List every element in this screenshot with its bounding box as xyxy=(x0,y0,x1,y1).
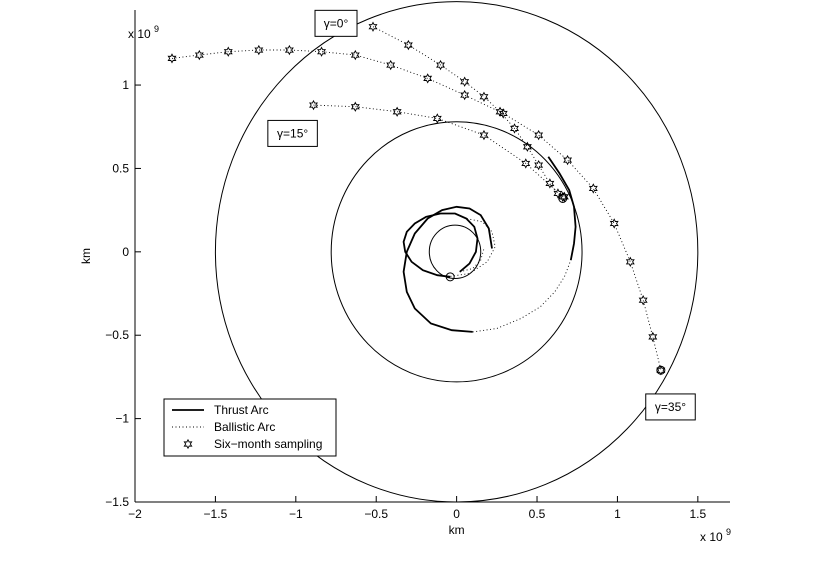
sample-star-marker xyxy=(194,49,204,61)
sample-star-marker xyxy=(522,141,532,152)
series-line-7 xyxy=(372,26,565,198)
sample-star-marker xyxy=(223,46,233,57)
sample-star-marker xyxy=(350,49,360,61)
series-layer xyxy=(171,26,662,371)
y-tick-label: −1.5 xyxy=(105,495,129,509)
sample-star-marker xyxy=(521,158,531,169)
sample-star-marker xyxy=(553,188,563,199)
legend-label-0: Thrust Arc xyxy=(214,403,269,417)
sample-star-marker xyxy=(423,73,433,84)
sample-star-marker xyxy=(167,53,177,64)
x-tick-label: 0.5 xyxy=(529,507,546,521)
series-line-3 xyxy=(472,260,572,333)
y-tick-label: −0.5 xyxy=(105,328,129,342)
legend-swatch-star xyxy=(183,438,193,450)
annotation-label-0: γ=0° xyxy=(324,16,349,30)
sample-star-marker xyxy=(588,183,598,194)
y-exponent-value: 9 xyxy=(154,24,159,34)
sample-star-marker xyxy=(436,59,446,71)
sample-star-marker xyxy=(558,191,568,202)
sample-star-marker xyxy=(510,123,519,134)
annotation-label-2: γ=35° xyxy=(655,400,686,414)
open-circle-marker-0 xyxy=(445,272,455,282)
sample-star-marker xyxy=(317,46,327,57)
sample-star-marker xyxy=(284,44,294,56)
sample-star-marker xyxy=(432,113,442,124)
x-axis-label: km xyxy=(449,523,465,537)
sample-star-marker xyxy=(545,178,555,189)
sample-star-marker xyxy=(386,59,396,71)
sample-star-marker xyxy=(309,99,318,111)
sample-star-marker xyxy=(392,106,402,117)
x-tick-label: −2 xyxy=(128,507,142,521)
x-exponent-value: 9 xyxy=(726,527,731,537)
small-orbit xyxy=(428,224,482,280)
series-line-6 xyxy=(171,49,662,371)
annotations-layer: γ=0° γ=15° γ=35° xyxy=(267,9,696,421)
legend-label-2: Six−month sampling xyxy=(214,437,322,451)
x-tick-label: 1.5 xyxy=(689,507,706,521)
sample-star-marker xyxy=(534,129,544,141)
series-line-4 xyxy=(547,156,577,261)
x-exponent-label: x 10 9 xyxy=(700,527,731,544)
x-tick-label: −0.5 xyxy=(364,507,388,521)
sample-star-marker xyxy=(609,218,619,229)
x-tick-label: 0 xyxy=(453,507,460,521)
series-line-0 xyxy=(402,212,479,278)
annotation-box-2 xyxy=(645,393,696,421)
y-exponent-label: x 10 9 xyxy=(128,24,159,41)
annotation-label-1: γ=15° xyxy=(277,126,308,140)
y-tick-label: 0.5 xyxy=(112,161,129,175)
x-tick-label: −1.5 xyxy=(204,507,228,521)
sample-star-marker xyxy=(350,101,360,112)
series-line-8 xyxy=(313,104,564,198)
annotation-box-0 xyxy=(314,9,358,37)
sample-star-marker xyxy=(648,331,658,343)
sample-star-marker xyxy=(498,108,508,119)
sample-star-marker xyxy=(534,159,544,171)
sample-star-marker xyxy=(479,91,489,102)
sample-star-marker xyxy=(479,129,489,141)
open-circle-marker-1 xyxy=(558,193,568,203)
sample-star-marker xyxy=(638,295,648,306)
sample-star-marker xyxy=(563,154,573,166)
open-circle-marker-2 xyxy=(656,365,666,375)
x-tick-label: 1 xyxy=(614,507,621,521)
sample-star-marker xyxy=(495,106,505,117)
y-tick-label: 1 xyxy=(122,78,129,92)
markers-layer xyxy=(167,21,666,376)
sample-star-marker xyxy=(625,256,635,268)
sample-star-marker xyxy=(254,44,264,56)
annotation-box-1 xyxy=(267,119,318,147)
sample-star-marker xyxy=(460,76,470,87)
legend-label-1: Ballistic Arc xyxy=(214,420,275,434)
y-tick-label: −1 xyxy=(115,412,129,426)
sample-star-marker xyxy=(403,39,413,51)
legend-box xyxy=(163,398,337,457)
y-axis-label: km xyxy=(79,248,93,264)
sample-star-marker xyxy=(368,21,378,32)
inner-orbit xyxy=(330,121,583,383)
x-tick-label: −1 xyxy=(289,507,303,521)
series-line-1 xyxy=(402,205,493,333)
sample-star-marker xyxy=(460,89,470,101)
y-tick-label: 0 xyxy=(122,245,129,259)
